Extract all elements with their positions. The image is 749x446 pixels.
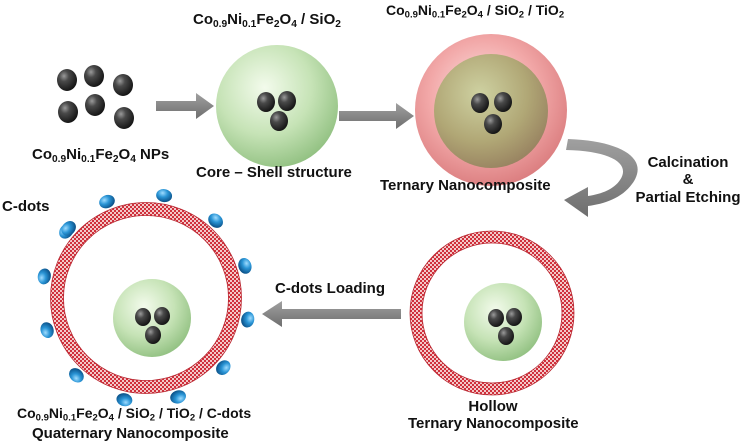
nanoparticles-label: Co0.9Ni0.1Fe2O4 NPs <box>32 146 170 165</box>
nanoparticle-icon <box>498 327 514 345</box>
nanoparticle-icon <box>57 69 77 91</box>
cdot-icon <box>99 194 115 209</box>
nanoparticle-icon <box>114 107 134 129</box>
nanoparticle-icon <box>84 65 104 87</box>
ternary-label: Ternary Nanocomposite <box>380 177 551 194</box>
nanoparticle-icon <box>113 74 133 96</box>
nanoparticle-icon <box>278 91 296 111</box>
calcination-label: Calcination & Partial Etching <box>635 154 741 206</box>
nanoparticle-icon <box>488 309 504 327</box>
nanoparticle-icon <box>154 307 170 325</box>
cdot-icon <box>170 390 186 404</box>
nanoparticle-icon <box>506 308 522 326</box>
nanoparticle-icon <box>471 93 489 113</box>
cdot-icon <box>61 221 76 236</box>
nanoparticle-icon <box>85 94 105 116</box>
core-shell-label: Core – Shell structure <box>196 164 352 181</box>
quaternary-label: Quaternary Nanocomposite <box>32 425 229 442</box>
curved-arrow-icon <box>564 139 638 217</box>
ternary-sphere <box>415 34 567 186</box>
quaternary-formula: Co0.9Ni0.1Fe2O4 / SiO2 / TiO2 / C-dots <box>17 405 252 424</box>
nanoparticle-icon <box>58 101 78 123</box>
nanoparticle-icon <box>484 114 502 134</box>
process-arrow-2 <box>339 103 414 129</box>
process-arrow-1 <box>156 93 214 119</box>
nanoparticle-icon <box>135 308 151 326</box>
nanoparticle-icon <box>270 111 288 131</box>
cdot-icon <box>156 189 173 203</box>
ternary-formula: Co0.9Ni0.1Fe2O4 / SiO2 / TiO2 <box>386 2 565 21</box>
cdots-loading-label: C-dots Loading <box>275 280 385 297</box>
nanoparticle-icon <box>494 92 512 112</box>
cdot-icon <box>208 213 223 228</box>
cdot-icon <box>238 258 252 274</box>
cdots-label: C-dots <box>2 198 50 215</box>
cdot-icon <box>241 311 255 328</box>
cdot-icon <box>216 360 231 375</box>
hollow-label: Hollow Ternary Nanocomposite <box>408 398 579 433</box>
hollow-ternary <box>409 230 575 396</box>
cdot-icon <box>116 393 133 407</box>
core-shell-formula: Co0.9Ni0.1Fe2O4 / SiO2 <box>193 11 341 30</box>
cdots-group <box>37 189 255 407</box>
core-shell-sphere <box>216 45 338 167</box>
cdot-icon <box>40 322 54 338</box>
process-arrow-3 <box>262 301 401 327</box>
nanoparticle-cluster <box>57 65 134 129</box>
cdot-icon <box>69 368 84 383</box>
cdot-icon <box>37 268 51 285</box>
nanoparticle-icon <box>145 326 161 344</box>
nanoparticle-icon <box>257 92 275 112</box>
quaternary-nanocomposite <box>37 189 255 407</box>
